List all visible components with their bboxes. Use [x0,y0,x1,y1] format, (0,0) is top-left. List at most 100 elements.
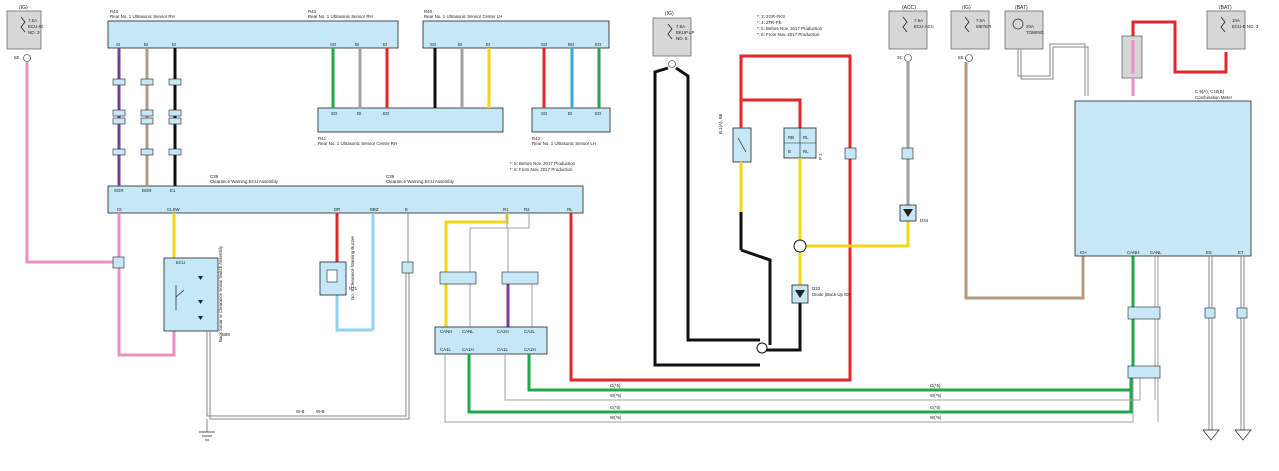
sensor-title: Rear No. 1 Ultrasonic Sensor LH [532,141,596,146]
wire-label: G(*5) [610,383,621,388]
diode-backup-acc: D34 [899,204,929,223]
fuse-rating: 7.5A [676,24,685,29]
wire-label: W(*5) [930,393,942,398]
park-id: P 1 [818,153,823,160]
switch-ecu-label: ECU [176,260,185,265]
switch-title: Back Sonar or Clearance Sonar Switch Ass… [218,245,223,342]
pin-label: SO [331,111,338,116]
fuse-supply-label: (IG) [962,5,971,11]
fuse-rating: 20A [1026,24,1034,29]
fuse-meter: (IG) 7.5A METER 5E [950,5,991,62]
meter-id: C 9(A), C10(B) [1195,89,1225,94]
pin-label: BO [568,42,575,47]
pin-label: SO [330,42,337,47]
sensor-title: Rear No. 1 Ultrasonic Sensor Center RH [318,141,397,146]
wire-towing-2 [1020,46,1089,96]
pin-label: BOR [142,188,152,193]
junction-j13 [112,256,125,269]
can-bus-lines [444,256,1159,423]
sensor-id: R41 [318,136,327,141]
pin-label: E [405,207,408,212]
pin-label: BI [357,111,361,116]
wire-label: W(*6) [930,415,942,420]
pin-label: SI [116,42,120,47]
ecu-id: C39 [386,174,395,179]
backup-relay: B 1(A), B8 [718,113,752,163]
wire-label: W-B [296,409,305,414]
fuse-name: ECU-ACC [914,24,934,29]
pin-label: IG [117,207,122,212]
fuse-pin: 3C [897,55,903,60]
pin-label: EI [172,42,176,47]
pin-label: RB [788,135,794,140]
harness-connectors-left [112,78,182,156]
pin-label: CA1L [497,347,509,352]
sensor-id: R42 [532,136,541,141]
ground-symbol [199,431,215,441]
pin-label: ES [1206,250,1212,255]
fuse-pin: 5E [958,55,963,60]
wire-label: W(*6) [610,415,622,420]
wire-label: G(*5) [930,383,941,388]
pin-label: E1 [170,188,176,193]
fuse-name2: NO. 5 [676,36,688,41]
pin-label: BBZ [370,207,379,212]
note-line: *: 6: From Nov. 2017 Production [757,32,820,37]
pin-label: CA1H [524,347,536,352]
sensor-id: R43 [110,9,119,14]
note-line: *: 5: Before Nov. 2017 Production [757,26,823,31]
relay-id: B 1(A), B8 [718,113,723,134]
sensor-r40: R40 Rear No. 1 Ultrasonic Sensor Center … [422,9,610,49]
fuse-name: BKUP LP [676,30,695,35]
fuse-pin: 5E [14,55,19,60]
fuse-name: METER [976,24,991,29]
sensor-r43-left: R43 Rear No. 1 Ultrasonic Sensor RH SI B… [107,9,399,49]
ecu-title: Clearance Warning ECU Assembly [210,179,279,184]
note-line: *: 6: From Nov. 2017 Production [510,167,573,172]
wire-label: W-B [316,409,325,414]
junction-j23 [439,271,477,285]
pin-label: SO [541,111,548,116]
fuse-name: ECU-IG [28,24,44,29]
fuse-rating: 10A [1232,18,1240,23]
wires-r1-r2 [444,213,533,327]
park-neutral-switch: RB RL B RL P 1 [783,127,823,160]
pin-label: R2 [524,207,530,212]
diode-id: D34 [920,218,929,223]
wire-label: G(*6) [930,405,941,410]
fuse-name: ECU-B NO. 3 [1232,24,1259,29]
pin-label: BI [568,111,572,116]
junction-j14 [1127,365,1161,379]
pin-label: IG+ [1080,250,1088,255]
diode-title: Diode (Back-Up ID) [812,292,851,297]
fuse-ecu-b-no3: (BAT) 10A ECU-B NO. 3 [1206,5,1259,50]
fuse-rating: 7.5A [976,18,985,23]
pin-label: CA1H [462,347,474,352]
combination-meter: C 9(A), C10(B) Combination Meter IG+ CAN… [1074,89,1252,257]
pin-label: EO [595,42,602,47]
fuse-supply-label: (BAT) [1219,5,1232,11]
pin-label: EO [595,111,602,116]
pin-label: RL [803,149,809,154]
clearance-warning-buzzer: N21 No. 1 Clearance Warning Buzzer [319,213,375,332]
sensor-title: Rear No. 1 Ultrasonic Sensor RH [110,14,175,19]
fuse-bkup-lp-no5: (IG) 7.5A BKUP LP NO. 5 [652,11,695,68]
fuse-supply-label: (ACC) [902,5,916,11]
sensor-title: Rear No. 1 Ultrasonic Sensor RH [308,14,373,19]
junction-j35 [1127,306,1161,320]
sensor-r42: SO BI EO R42 Rear No. 1 Ultrasonic Senso… [531,107,611,146]
pin-label: BI [458,42,462,47]
ecu-id: C39 [210,174,219,179]
wire-yellow-backup [798,158,910,285]
ecu-title: Clearance Warning ECU Assembly [386,179,455,184]
pin-label: BI [144,42,148,47]
buzzer-id: N21 [349,286,358,291]
wires-black-backup [653,66,802,367]
sonar-switch-assembly: ECU B98 Back Sonar or Clearance Sonar Sw… [163,245,230,342]
junction-j8 [901,147,914,160]
junction-j2 [501,271,539,285]
pin-label: B [788,149,791,154]
pin-label: CANL [1150,250,1162,255]
sensor-id: R40 [424,9,433,14]
fuse-ecu-ig-no3: (IG) 7.5A ECU-IG NO. 3 5E [6,5,44,62]
